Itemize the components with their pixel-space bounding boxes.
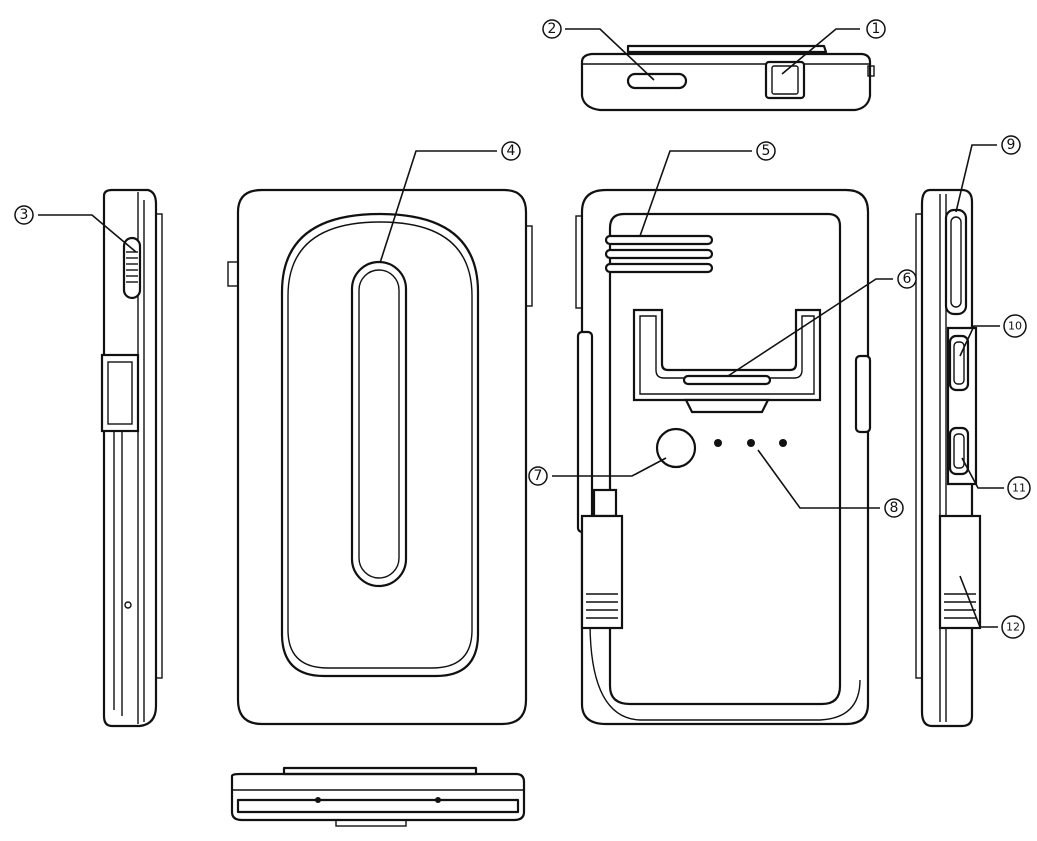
camera-lens	[655, 427, 697, 469]
leader-lines	[38, 28, 1004, 628]
callout-4: 4	[501, 141, 521, 161]
speaker-grille-1	[604, 234, 714, 246]
callout-6: 6	[897, 269, 917, 289]
callout-2: 2	[542, 19, 562, 39]
svg-text:12: 12	[1006, 621, 1020, 634]
svg-text:3: 3	[20, 207, 29, 223]
side-rail	[944, 208, 968, 316]
callout-8: 8	[884, 498, 904, 518]
top-button	[764, 60, 806, 100]
callout-7: 7	[528, 466, 548, 486]
bottom-view	[230, 766, 526, 827]
right-side-view	[915, 188, 982, 728]
top-view	[580, 44, 875, 112]
svg-text:6: 6	[903, 271, 912, 287]
callout-5: 5	[756, 141, 776, 161]
callout-3: 3	[14, 205, 34, 225]
callout-11: 11	[1007, 476, 1031, 500]
top-slot	[626, 72, 688, 90]
svg-text:10: 10	[1008, 320, 1022, 333]
belt-clip-slot	[350, 260, 408, 588]
callout-1: 1	[866, 19, 886, 39]
back-view	[575, 188, 872, 726]
speaker-grille-3	[604, 262, 714, 274]
front-view	[227, 188, 533, 726]
svg-text:11: 11	[1012, 482, 1026, 495]
svg-text:1: 1	[872, 21, 881, 37]
svg-text:7: 7	[534, 468, 543, 484]
svg-text:2: 2	[548, 21, 557, 37]
svg-text:5: 5	[762, 143, 771, 159]
svg-text:9: 9	[1007, 137, 1016, 153]
svg-text:4: 4	[507, 143, 516, 159]
speaker-grille-2	[604, 248, 714, 260]
led-dot-3	[779, 439, 787, 447]
led-dot-1	[714, 439, 722, 447]
callout-9: 9	[1001, 135, 1021, 155]
left-side-view	[100, 188, 163, 728]
callouts: 1 2 3 4 5 6 7 8 9 10 11 12	[14, 19, 1031, 639]
led-dot-2	[747, 439, 755, 447]
svg-text:8: 8	[890, 500, 899, 516]
side-button	[122, 236, 142, 300]
stand-bracket	[632, 308, 822, 402]
callout-12: 12	[1001, 615, 1025, 639]
bracket-slot	[682, 374, 772, 386]
card-slot	[948, 426, 970, 476]
callout-10: 10	[1003, 314, 1027, 338]
